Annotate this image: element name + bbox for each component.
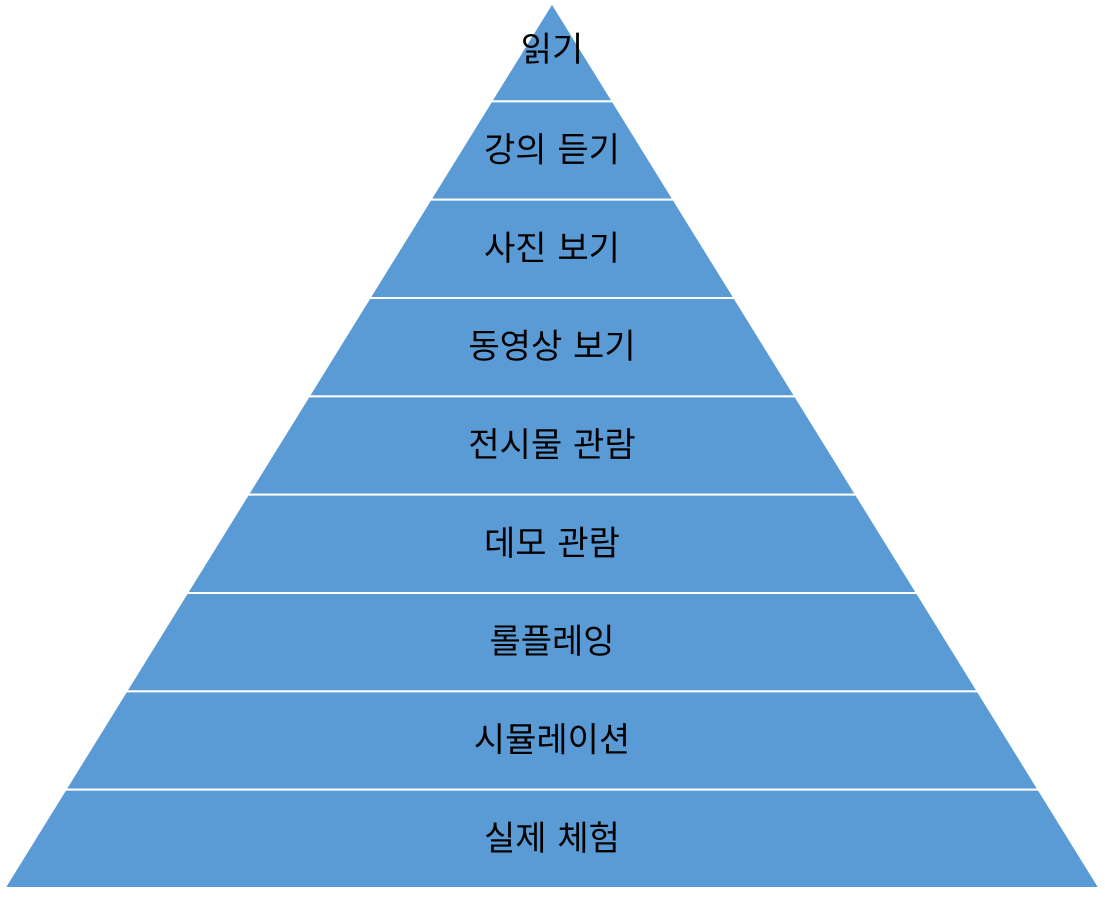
tier-label-simulation: 시뮬레이션 — [474, 721, 630, 761]
pyramid-labels: 읽기 강의 듣기 사진 보기 동영상 보기 전시물 관람 데모 관람 롤플레잉 … — [468, 30, 635, 859]
tier-label-video: 동영상 보기 — [468, 327, 635, 367]
tier-label-exhibit: 전시물 관람 — [468, 426, 635, 466]
tier-label-real-experience: 실제 체험 — [484, 819, 620, 859]
tier-label-demo: 데모 관람 — [484, 524, 620, 564]
tier-label-photos: 사진 보기 — [484, 229, 620, 269]
tier-label-lecture: 강의 듣기 — [484, 131, 620, 171]
tier-label-reading: 읽기 — [521, 30, 584, 70]
tier-label-roleplay: 롤플레잉 — [489, 622, 614, 662]
pyramid-tier — [2, 788, 1102, 889]
